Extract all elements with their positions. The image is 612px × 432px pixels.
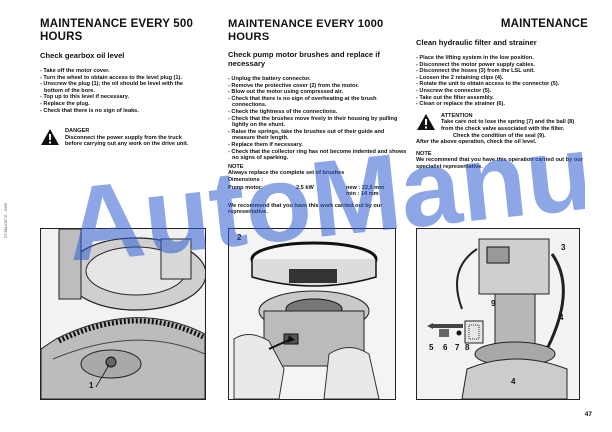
column-hydraulic-filter: MAINTENANCE Clean hydraulic filter and s…: [416, 18, 588, 171]
column-500-hours: MAINTENANCE EVERY 500 HOURS Check gearbo…: [40, 18, 200, 148]
attention-title: ATTENTION: [441, 112, 473, 119]
heading-pump-brushes: Check pump motor brushes and replace if …: [228, 50, 380, 68]
title-1000-hours: MAINTENANCE EVERY 1000 HOURS: [228, 18, 384, 43]
gearbox-illustration: [41, 229, 205, 399]
step: Turn the wheel to obtain access to the l…: [40, 75, 200, 82]
callout-8: 8: [465, 343, 470, 352]
attention-text-seal: Check the condition of the seal (9).: [453, 132, 546, 139]
gearbox-steps: Take off the motor cover. Turn the wheel…: [40, 68, 200, 114]
heading-hydraulic-filter: Clean hydraulic filter and strainer: [416, 38, 537, 47]
step: Take off the motor cover.: [40, 68, 200, 75]
step: Check that there is no sign of leaks.: [40, 108, 200, 115]
callout-6: 6: [443, 343, 448, 352]
attention-warning: ATTENTION Take care not to lose the spri…: [416, 113, 588, 139]
step: Disconnect the hoses (3) from the LSL un…: [416, 68, 588, 75]
note-text: Always replace the complete set of brush…: [228, 170, 345, 177]
callout-4-bottom: 4: [511, 377, 516, 386]
filter-steps: Place the lifting system in the low posi…: [416, 55, 588, 108]
recommend-text: We recommend that you have this work car…: [228, 202, 383, 216]
pump-motor-illustration: [229, 229, 395, 399]
step: Place the lifting system in the low posi…: [416, 55, 588, 62]
after-text: After the above operation, check the oil…: [416, 139, 537, 146]
note-title: NOTE: [228, 163, 244, 170]
callout-7: 7: [455, 343, 460, 352]
step: Check that there is no sign of overheati…: [228, 96, 408, 109]
side-document-code: ST-EM-0307-E - 0305: [4, 203, 8, 238]
brush-steps: Unplug the battery connector. Remove the…: [228, 76, 408, 162]
step: Unplug the battery connector.: [228, 76, 408, 83]
warning-triangle-icon: [41, 129, 59, 146]
step: Disconnect the motor power supply cables…: [416, 62, 588, 69]
step: Rotate the unit to obtain access to the …: [416, 81, 588, 88]
danger-warning: DANGER Disconnect the power supply from …: [40, 128, 200, 148]
callout-2: 2: [237, 233, 242, 242]
figure-hydraulic-filter: 3 4 5 6 7 8 9 4: [416, 228, 580, 400]
section-title: MAINTENANCE: [500, 18, 588, 30]
danger-text: Disconnect the power supply from the tru…: [65, 134, 189, 148]
step: Blow out the motor using compressed air.: [228, 89, 408, 96]
note-title: NOTE: [416, 150, 432, 157]
dimensions-table: Pump motor: 2,5 kW new : 22,5 mm min : 1…: [228, 185, 408, 198]
page-number: 47: [584, 411, 592, 418]
brush-new-length: new : 22,5 mm: [346, 184, 385, 191]
note-text: We recommend that you have this operatio…: [416, 157, 583, 170]
step: Top up to this level if necessary.: [40, 94, 200, 101]
brush-min-length: min : 14 mm: [346, 191, 379, 198]
callout-3: 3: [561, 243, 566, 252]
step: Unscrew the plug (1); the oil should be …: [40, 81, 200, 94]
step: Loosen the 2 retaining clips (4).: [416, 75, 588, 82]
danger-title: DANGER: [65, 128, 90, 135]
figure-gearbox: 1: [40, 228, 206, 400]
hydraulic-filter-illustration: [417, 229, 579, 399]
step: Remove the protective cover (2) from the…: [228, 83, 408, 90]
pump-motor-label: Pump motor:: [228, 184, 263, 191]
step: Clean or replace the strainer (6).: [416, 101, 588, 108]
warning-triangle-icon: [417, 113, 435, 130]
step: Check the tightness of the connections.: [228, 109, 408, 116]
step: Check that the collector ring has not be…: [228, 149, 408, 162]
step: Unscrew the connector (5).: [416, 88, 588, 95]
dimensions-label: Dimensions :: [228, 176, 264, 183]
pump-motor-power: 2,5 kW: [296, 184, 314, 191]
callout-1: 1: [89, 381, 94, 390]
figure-pump-motor: 2: [228, 228, 396, 400]
step: Replace them if necessary.: [228, 142, 408, 149]
attention-text: Take care not to lose the spring (7) and…: [441, 119, 575, 132]
column-1000-hours: MAINTENANCE EVERY 1000 HOURS Check pump …: [228, 18, 408, 216]
step: Take out the filter assembly.: [416, 95, 588, 102]
step: Check that the brushes move freely in th…: [228, 116, 408, 129]
callout-5: 5: [429, 343, 434, 352]
step: Raise the springs, take the brushes out …: [228, 129, 408, 142]
heading-gearbox-oil: Check gearbox oil level: [40, 51, 125, 60]
title-500-hours: MAINTENANCE EVERY 500 HOURS: [40, 18, 194, 43]
callout-9: 9: [491, 299, 496, 308]
step: Replace the plug.: [40, 101, 200, 108]
callout-4-top: 4: [559, 313, 564, 322]
